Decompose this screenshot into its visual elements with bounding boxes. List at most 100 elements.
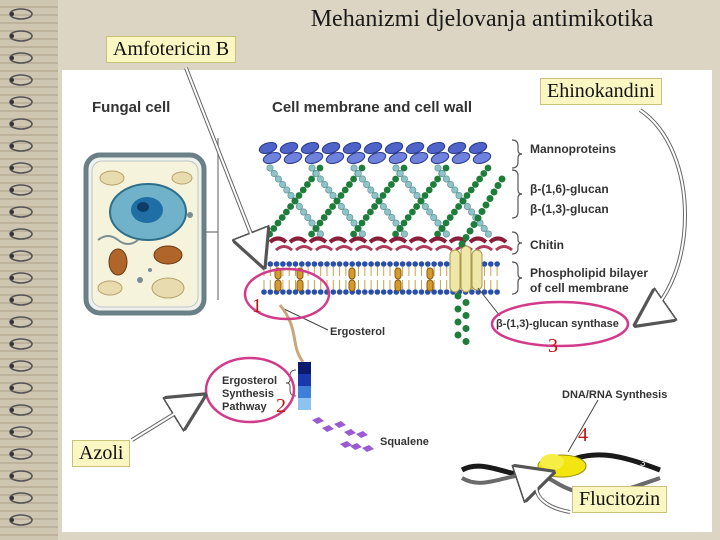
- glucan-bead: [421, 203, 429, 211]
- squalene-unit: [334, 421, 346, 428]
- glucan-bead: [388, 181, 395, 188]
- glucan-bead: [278, 214, 286, 221]
- glucan-bead: [350, 219, 358, 227]
- squalene-unit: [356, 431, 368, 438]
- glucan-bead: [337, 192, 345, 199]
- glucan-bead: [346, 181, 353, 188]
- mannoprotein: [409, 151, 429, 165]
- lipid-head: [374, 289, 381, 295]
- mannoprotein: [367, 151, 387, 165]
- binding-hole: [10, 34, 14, 38]
- mannoprotein: [405, 141, 425, 155]
- glucan-bead: [312, 225, 320, 232]
- glucan-bead: [329, 203, 336, 210]
- ergosterol-molecule: [426, 279, 434, 292]
- callout-flucitozin: Flucitozin: [572, 486, 668, 513]
- spiral-binding: [0, 0, 58, 540]
- marker-3: 3: [548, 335, 558, 357]
- binding-hole: [10, 342, 14, 346]
- layer-braces: [511, 139, 523, 295]
- lipid-head: [267, 289, 274, 295]
- mannoprotein: [468, 141, 488, 155]
- lipid-head: [443, 261, 450, 267]
- lipid-head: [406, 289, 412, 295]
- glucan-bead: [383, 186, 391, 194]
- glucan-bead: [405, 181, 413, 189]
- binding-hole: [10, 12, 14, 16]
- glucan-bead: [474, 214, 482, 222]
- glucan-bead: [279, 181, 287, 189]
- mannoprotein: [388, 151, 408, 165]
- pathway-label-1: Ergosterol: [222, 375, 277, 387]
- glucan-bead: [316, 164, 324, 172]
- lipid-head: [299, 261, 305, 267]
- glucan-bead: [308, 219, 316, 227]
- glucan-bead: [451, 208, 458, 216]
- chitin-strand: [475, 245, 493, 252]
- mannoprotein: [300, 141, 320, 155]
- callout-azoli: Azoli: [72, 440, 131, 467]
- lipid-head: [481, 289, 488, 295]
- chitin-strand: [275, 245, 293, 252]
- marker-4: 4: [578, 424, 588, 446]
- glucan-bead: [333, 197, 341, 205]
- glucan-bead: [442, 219, 450, 227]
- binding-hole: [10, 518, 14, 522]
- chitin-strand: [395, 245, 413, 252]
- phospholipid-label-1: Phospholipid bilayer: [530, 266, 648, 280]
- ergosterol-molecule: [394, 267, 402, 280]
- phospholipid-bilayer: [261, 261, 500, 295]
- lipid-head: [431, 261, 437, 267]
- lipid-head: [311, 289, 318, 295]
- glucan-bead: [367, 186, 375, 194]
- glucan-bead: [468, 208, 476, 216]
- fungal-cell-illustration: [83, 152, 207, 316]
- lipid-head: [349, 261, 356, 267]
- lipid-head: [494, 261, 500, 267]
- ellipse-pathway: [204, 356, 296, 424]
- pathway-label-3: Pathway: [222, 401, 268, 413]
- glucan-16-label: β-(1,6)-glucan: [530, 182, 609, 196]
- binding-hole: [10, 452, 14, 456]
- glucan-bead: [442, 175, 450, 183]
- glucan-bead: [484, 164, 492, 172]
- membrane-wall-label: Cell membrane and cell wall: [272, 99, 472, 116]
- binding-hole: [10, 298, 14, 302]
- lipid-head: [292, 261, 299, 267]
- arrow-ehinokandini: [640, 108, 687, 322]
- mannoprotein: [304, 151, 324, 165]
- glucan-bead: [350, 175, 357, 183]
- lipid-head: [488, 289, 494, 295]
- lipid-head: [330, 261, 337, 267]
- lipid-head: [311, 261, 318, 267]
- highlight-ellipses: [204, 267, 630, 424]
- lipid-head: [355, 261, 362, 267]
- squalene-unit: [344, 429, 356, 436]
- glucan-13-label: β-(1,3)-glucan: [530, 202, 609, 216]
- mannoprotein: [342, 141, 362, 155]
- mannoprotein: [262, 151, 282, 165]
- ergosterol-molecule: [296, 279, 304, 292]
- glucan-bead: [455, 203, 462, 210]
- glucan-bead: [472, 181, 479, 188]
- mannoprotein: [472, 151, 492, 165]
- mannoprotein: [258, 141, 278, 155]
- glucan-layer: [266, 164, 492, 238]
- glucan-bead: [430, 181, 437, 188]
- glucan-bead: [455, 192, 463, 200]
- binding-hole: [10, 100, 14, 104]
- glucan-bead: [463, 203, 471, 211]
- lipid-head: [374, 261, 381, 267]
- svg-text:3': 3': [640, 458, 648, 469]
- chitin-strand: [288, 236, 308, 244]
- glucan-bead: [283, 186, 291, 194]
- lipid-head: [324, 261, 330, 267]
- glucan-bead: [350, 164, 358, 172]
- glucan-bead: [316, 219, 324, 227]
- mannoproteins-label: Mannoproteins: [530, 142, 616, 156]
- ellipse-ergosterol: [243, 267, 331, 321]
- glucan-bead: [454, 318, 462, 326]
- chitin-strand: [415, 245, 433, 252]
- glucan-bead: [458, 240, 466, 248]
